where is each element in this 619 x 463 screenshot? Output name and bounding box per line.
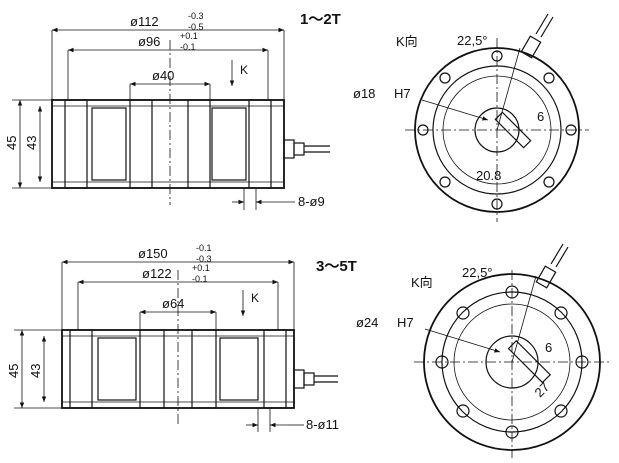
view-label-k: K — [240, 63, 248, 77]
height-inner: 43 — [28, 364, 43, 378]
bolt-holes — [417, 50, 577, 210]
inner-diameter: ø96 — [138, 34, 160, 49]
bolt-holes — [435, 285, 589, 439]
keyway — [494, 111, 532, 149]
flange-section-left — [69, 329, 93, 409]
elastomer-right — [219, 337, 259, 401]
height-total: 45 — [4, 136, 19, 150]
hub-section-left — [129, 99, 153, 189]
angle-label: 22,5° — [462, 265, 493, 280]
outer-diameter: ø112 — [130, 14, 159, 29]
section-view-3-5t: ø150 -0.1 -0.3 ø122 +0.1 -0.1 ø64 K 45 4… — [6, 243, 339, 432]
title-3-5t: 3～5T — [316, 258, 357, 275]
cable-connector — [535, 243, 569, 289]
plan-view-label: K向 — [396, 34, 418, 49]
outer-diameter: ø150 — [138, 246, 168, 261]
inner-tol-lower: -0.1 — [192, 274, 208, 284]
bore-diameter: ø64 — [162, 296, 184, 311]
cable-gland — [293, 369, 338, 389]
outer-tol-upper: -0.3 — [188, 11, 204, 21]
height-inner: 43 — [24, 136, 39, 150]
view-label-k: K — [251, 291, 259, 305]
hole-diameter: ø18 — [353, 86, 375, 101]
cable-connector — [520, 13, 554, 59]
cable-gland — [283, 139, 330, 159]
plan-view-3-5t: 22,5° K向 ø24 H7 6 27 — [356, 243, 610, 458]
outer-tol-lower: -0.3 — [196, 254, 212, 264]
plan-view-1-2t: 22,5° K向 ø18 H7 6 20.8 — [353, 13, 589, 222]
inner-tol-upper: +0.1 — [180, 31, 198, 41]
hole-diameter: ø24 — [356, 315, 378, 330]
keyway-depth: 20.8 — [476, 168, 501, 183]
hub-section-right — [187, 99, 211, 189]
flange-section-right — [263, 329, 287, 409]
section-view-1-2t: ø112 -0.3 -0.5 ø96 +0.1 -0.1 ø40 K 45 43… — [4, 11, 330, 210]
hole-fit: H7 — [397, 315, 414, 330]
elastomer-left — [91, 107, 127, 181]
hub-section-right — [191, 329, 217, 409]
angle-label: 22,5° — [457, 33, 488, 48]
inner-tol-upper: +0.1 — [192, 263, 210, 273]
inner-tol-lower: -0.1 — [180, 42, 196, 52]
title-1-2t: 1～2T — [300, 11, 341, 28]
keyway-width: 6 — [537, 109, 544, 124]
holes-spec: 8-ø11 — [306, 417, 339, 432]
elastomer-right — [211, 107, 247, 181]
height-total: 45 — [6, 364, 21, 378]
hole-fit: H7 — [394, 86, 411, 101]
bore-diameter: ø40 — [152, 68, 174, 83]
hub-section-left — [139, 329, 165, 409]
keyway-width: 6 — [545, 340, 552, 355]
keyway — [507, 339, 552, 384]
elastomer-left — [97, 337, 137, 401]
outer-tol-lower: -0.5 — [188, 22, 204, 32]
holes-spec: 8-ø9 — [298, 194, 325, 209]
plan-view-label: K向 — [411, 275, 433, 290]
flange-section-left — [64, 99, 88, 189]
outer-tol-upper: -0.1 — [196, 243, 212, 253]
flange-section-right — [248, 99, 272, 189]
keyway-depth: 27 — [532, 379, 553, 400]
inner-diameter: ø122 — [142, 266, 172, 281]
